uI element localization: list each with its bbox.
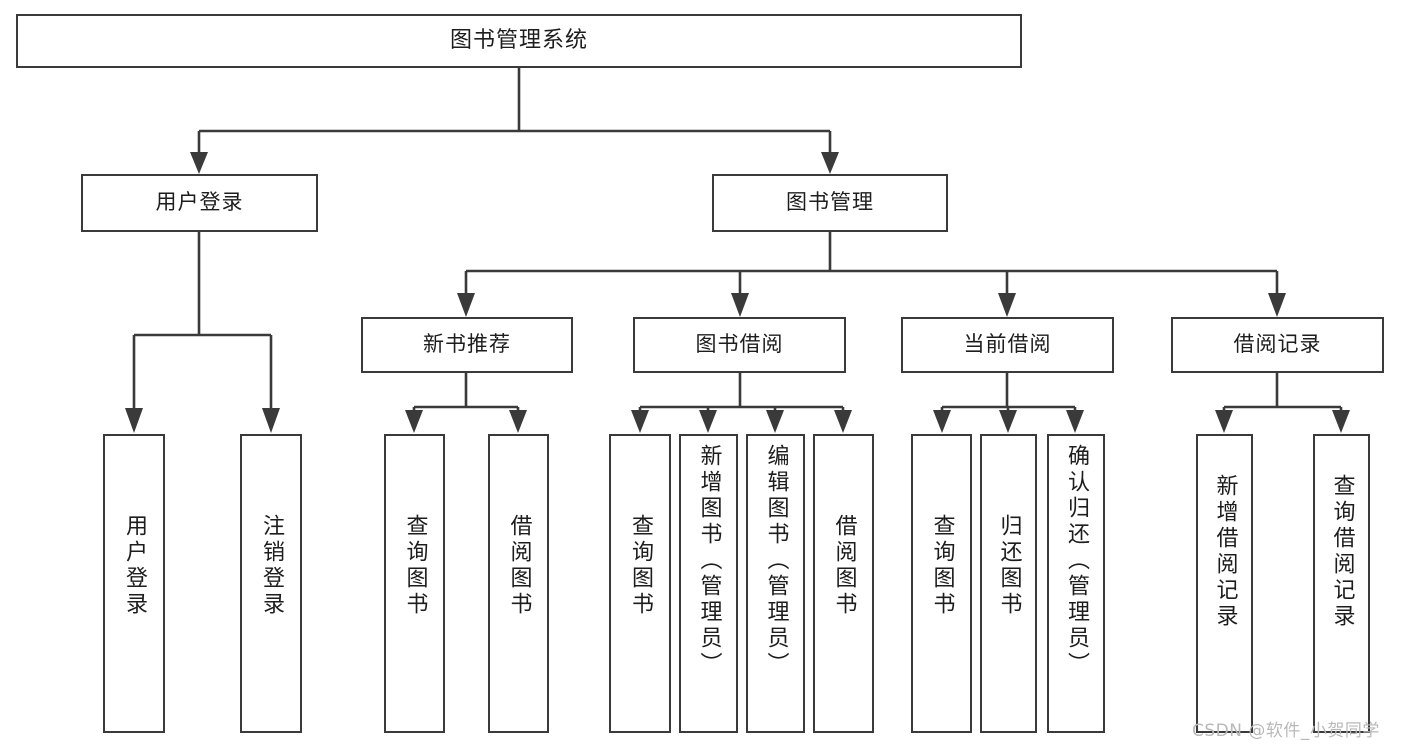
leaf-current-borrow-0[interactable]: 查询图书 bbox=[911, 434, 972, 733]
arrow-user-login-child-0 bbox=[125, 408, 143, 433]
leaf-new-book-1[interactable]: 借阅图书 bbox=[488, 434, 549, 733]
leaf-book-borrow-0[interactable]: 查询图书 bbox=[609, 434, 671, 733]
node-book-management[interactable]: 图书管理 bbox=[712, 174, 948, 232]
arrow-current-borrow-child-1 bbox=[999, 410, 1017, 433]
leaf-current-borrow-2[interactable]: 确认归还（管理员） bbox=[1047, 434, 1105, 733]
leaf-book-borrow-2[interactable]: 编辑图书（管理员） bbox=[746, 434, 805, 733]
leaf-book-borrow-3-label: 借阅图书 bbox=[831, 514, 857, 618]
arrow-root-to-book-mgmt bbox=[821, 152, 839, 174]
leaf-new-book-0-label: 查询图书 bbox=[402, 514, 428, 618]
arrow-book-mgmt-child-3 bbox=[1268, 293, 1286, 317]
leaf-user-login-1-label: 注销登录 bbox=[259, 514, 284, 618]
leaf-book-borrow-1[interactable]: 新增图书（管理员） bbox=[679, 434, 738, 733]
leaf-current-borrow-1-label: 归还图书 bbox=[996, 514, 1022, 618]
leaf-current-borrow-1[interactable]: 归还图书 bbox=[980, 434, 1037, 733]
arrow-user-login-child-1 bbox=[262, 408, 280, 433]
arrow-book-borrow-child-1 bbox=[699, 410, 717, 433]
arrow-book-borrow-child-3 bbox=[834, 410, 852, 433]
arrow-new-book-child-1 bbox=[509, 410, 527, 433]
csdn-watermark: CSDN @软件_小贺同学 bbox=[1192, 721, 1380, 741]
leaf-user-login-0[interactable]: 用户登录 bbox=[103, 434, 165, 733]
node-book-borrow-label: 图书借阅 bbox=[695, 332, 784, 357]
leaf-book-borrow-3[interactable]: 借阅图书 bbox=[813, 434, 874, 733]
node-new-book-recommend-label: 新书推荐 bbox=[423, 332, 511, 357]
leaf-user-login-0-label: 用户登录 bbox=[122, 514, 147, 618]
leaf-new-book-1-label: 借阅图书 bbox=[506, 514, 532, 618]
node-current-borrow-label: 当前借阅 bbox=[963, 332, 1052, 357]
arrow-borrow-record-child-0 bbox=[1215, 410, 1233, 433]
leaf-user-login-1[interactable]: 注销登录 bbox=[240, 434, 302, 733]
arrow-borrow-record-child-1 bbox=[1332, 410, 1350, 433]
leaf-current-borrow-2-label: 确认归还（管理员） bbox=[1064, 444, 1089, 678]
arrow-book-mgmt-child-0 bbox=[457, 293, 475, 317]
arrow-book-mgmt-child-1 bbox=[731, 293, 749, 317]
arrow-current-borrow-child-2 bbox=[1066, 410, 1084, 433]
leaf-borrow-record-1[interactable]: 查询借阅记录 bbox=[1313, 434, 1370, 733]
node-book-management-label: 图书管理 bbox=[786, 190, 874, 215]
arrow-new-book-child-0 bbox=[405, 410, 423, 433]
arrow-current-borrow-child-0 bbox=[933, 410, 951, 433]
node-new-book-recommend[interactable]: 新书推荐 bbox=[361, 317, 573, 373]
leaf-borrow-record-0-label: 新增借阅记录 bbox=[1212, 474, 1238, 630]
leaf-book-borrow-2-label: 编辑图书（管理员） bbox=[763, 444, 789, 678]
node-book-borrow[interactable]: 图书借阅 bbox=[633, 317, 846, 373]
arrow-book-borrow-child-0 bbox=[631, 410, 649, 433]
node-current-borrow[interactable]: 当前借阅 bbox=[901, 317, 1114, 373]
leaf-borrow-record-1-label: 查询借阅记录 bbox=[1329, 474, 1355, 630]
leaf-borrow-record-0[interactable]: 新增借阅记录 bbox=[1196, 434, 1253, 733]
arrow-book-mgmt-child-2 bbox=[998, 293, 1016, 317]
arrow-book-borrow-child-2 bbox=[766, 410, 784, 433]
node-borrow-record-label: 借阅记录 bbox=[1233, 332, 1322, 357]
node-root-label: 图书管理系统 bbox=[449, 27, 588, 53]
node-root[interactable]: 图书管理系统 bbox=[16, 14, 1022, 68]
leaf-book-borrow-1-label: 新增图书（管理员） bbox=[696, 444, 722, 678]
node-user-login-label: 用户登录 bbox=[155, 190, 244, 215]
leaf-new-book-0[interactable]: 查询图书 bbox=[384, 434, 445, 733]
node-user-login[interactable]: 用户登录 bbox=[81, 174, 318, 232]
arrow-root-to-user-login bbox=[190, 152, 208, 174]
leaf-book-borrow-0-label: 查询图书 bbox=[628, 514, 653, 618]
leaf-current-borrow-0-label: 查询图书 bbox=[929, 514, 955, 618]
node-borrow-record[interactable]: 借阅记录 bbox=[1171, 317, 1384, 373]
